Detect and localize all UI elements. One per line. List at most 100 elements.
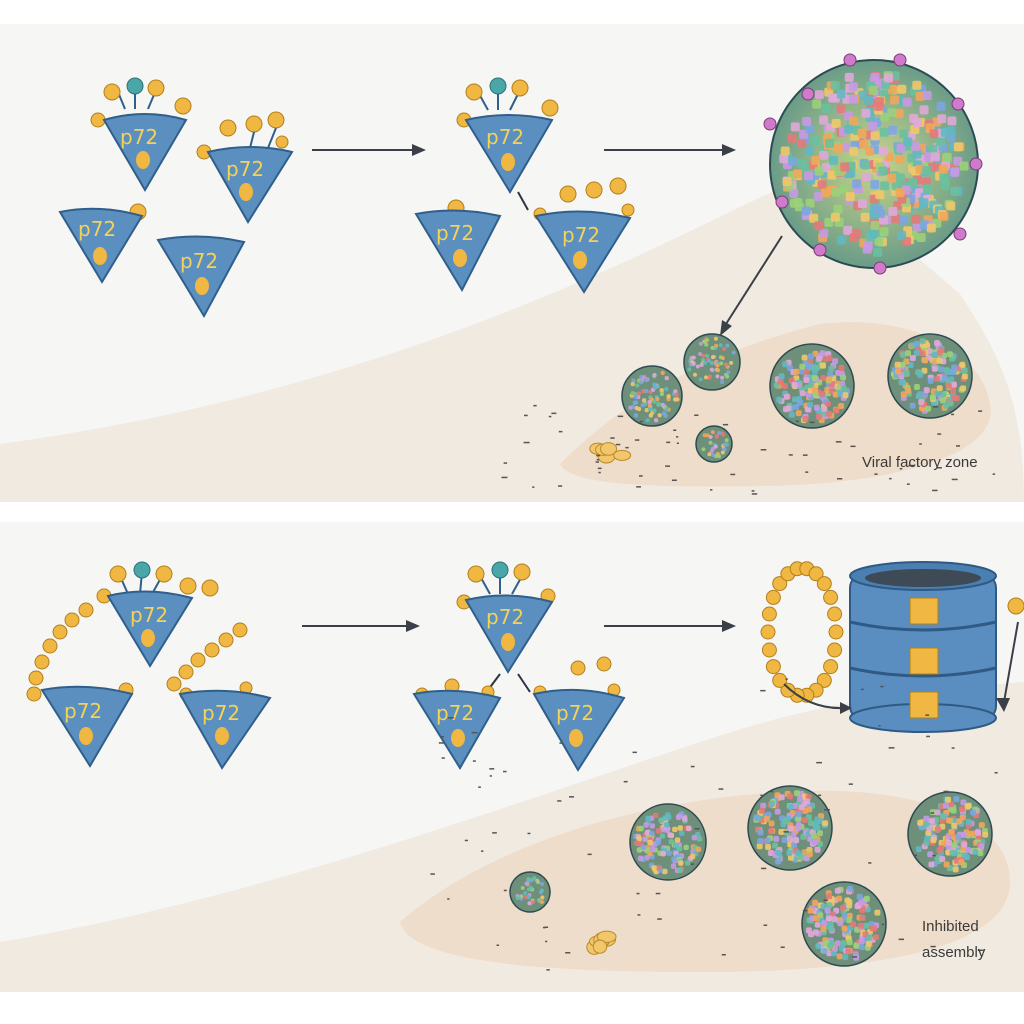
capsid-tile [708,440,713,445]
capsid-tile [814,364,821,371]
capsid-tile [523,891,528,896]
capsid-tile [930,152,940,162]
capsid-tile [675,397,680,402]
capsid-tile [936,847,943,854]
capsid-tile [799,390,806,397]
capsid-tile [805,198,815,208]
capsid-tile [677,867,683,874]
bottom-panel: p72 p72 p72 [0,522,1024,992]
debris-dot [763,924,768,926]
capsid-tile [797,158,807,168]
capsid-tile [720,450,725,455]
capsid-tile [913,384,920,390]
debris-dot [503,770,507,773]
capsid-tile [947,351,953,358]
aggregate-particles [589,333,973,464]
capsid-tile [631,378,636,383]
capsid-tile [896,173,906,183]
capsid-tile [888,84,897,94]
capsid-tile [808,820,814,827]
capsid-tile [830,80,840,90]
capsid-tile [774,808,781,815]
capsid-tile [812,839,819,846]
capsid-tile [644,830,651,836]
debris-dot [721,954,726,956]
debris-dot [441,757,445,759]
capsid-tile [912,118,922,128]
capsid-tile [978,843,985,850]
capsid-tile [701,353,706,358]
debris-dot [874,473,878,475]
capsid-tile [677,825,684,831]
debris-dot [930,812,935,814]
capsid-tile [950,186,960,196]
capsid-tile [709,361,714,365]
p72-trimer-icon: p72 [456,77,559,194]
capsid-tile [647,839,653,846]
aggregate-particle-icon [907,791,993,877]
capsid-tile [709,367,714,372]
capsid-tile [950,387,957,394]
capsid-tile [880,181,890,191]
trimer-label: p72 [202,701,240,725]
aggregate-particle-icon [747,785,833,871]
capsid-tile [659,391,665,397]
capsid-tile [840,374,847,381]
debris-dot [676,442,679,444]
capsid-tile [941,352,947,359]
capsid-tile [833,204,843,214]
debris-dot [914,854,918,857]
capsid-tile [948,829,955,835]
trimer-group-a: p72 p72 p72 [58,77,294,319]
capsid-tile [872,934,879,941]
capsid-tile [840,385,847,392]
debris-dot [634,439,640,441]
debris-dot [533,404,537,407]
capsid-tile [865,146,875,156]
debris-dots [501,404,996,495]
trimer-group-c: p72 p72 p72 [26,561,272,770]
capsid-tile [793,169,802,179]
capsid-tile [878,166,888,176]
bead-clump [613,449,632,461]
capsid-tile [951,381,957,388]
capsid-tile [845,948,852,955]
debris-dot [770,790,774,793]
p72-trimer-icon: p72 [156,235,246,319]
capsid-tile [666,850,672,856]
capsid-tile [838,403,845,409]
capsid-tile [679,830,685,836]
debris-dot [492,832,497,834]
capsid-tile [925,830,932,837]
capsid-tile [952,866,959,873]
capsid-tile [846,902,853,909]
capsid-tile [765,844,771,850]
debris-dot [760,689,766,692]
trimer-label: p72 [556,701,594,725]
capsid-tile [714,343,719,348]
capsid-tile [636,836,642,842]
debris-dot [548,415,552,418]
capsid-tile [781,383,788,390]
debris-dot [956,445,961,447]
debris-dot [489,768,495,770]
capsid-tile [814,191,824,201]
debris-dot [751,493,758,495]
capsid-tile [896,143,906,153]
capsid-tile [850,921,857,928]
capsid-tile [852,179,862,189]
capsid-tile [797,139,807,149]
capsid-tile [873,247,883,257]
capsid-tile [808,353,814,360]
capsid-tile [836,104,846,114]
trimer-label: p72 [120,125,158,149]
debris-dot [978,410,983,412]
capsid-tile [654,418,659,423]
debris-dot [760,794,763,797]
capsid-tile [858,938,865,945]
capsid-tile [836,895,843,902]
p72-trimer-icon: p72 [532,656,626,772]
arrow-step-2 [604,144,736,156]
capsid-tile [857,199,867,209]
capsid-tile [717,454,721,459]
